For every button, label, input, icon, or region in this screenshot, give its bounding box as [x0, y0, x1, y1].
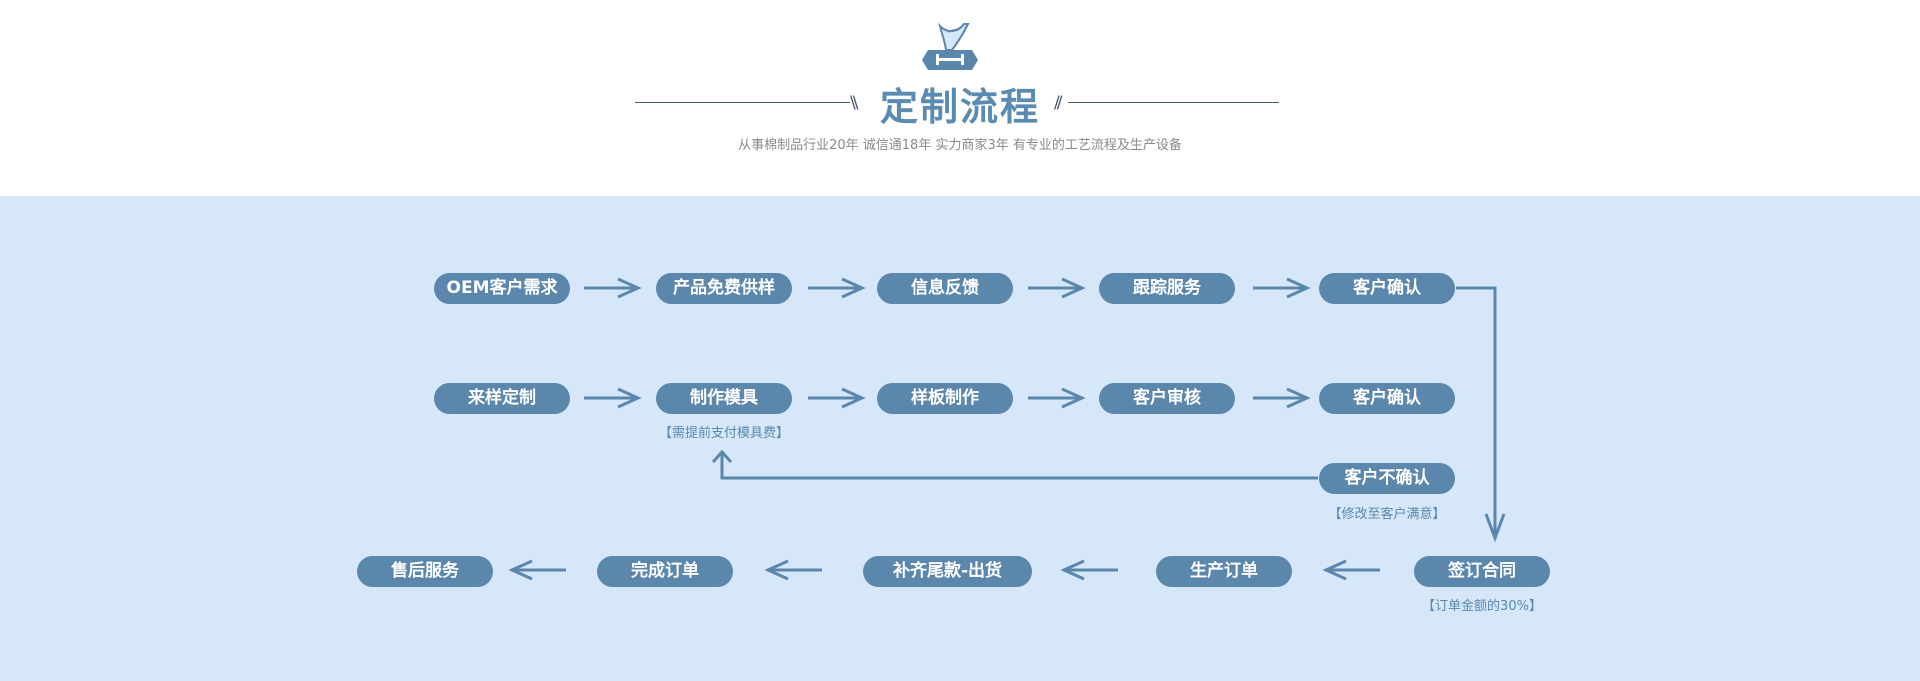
step-sample-customization: 来样定制 — [434, 383, 570, 414]
step-customer-confirm-1: 客户确认 — [1319, 273, 1455, 304]
page-subtitle: 从事棉制品行业20年 诚信通18年 实力商家3年 有专业的工艺流程及生产设备 — [738, 138, 1182, 153]
step-complete-order: 完成订单 — [597, 556, 733, 587]
arrow-icon — [510, 559, 568, 581]
step-oem-request: OEM客户需求 — [434, 273, 570, 304]
arrow-down-icon — [1484, 513, 1506, 543]
arrow-icon — [1026, 277, 1084, 299]
arrow-icon — [806, 277, 864, 299]
step-production-order: 生产订单 — [1156, 556, 1292, 587]
modify-note: 【修改至客户满意】 — [1328, 507, 1446, 522]
header-section: \\ 定制流程 // 从事棉制品行业20年 诚信通18年 实力商家3年 有专业的… — [0, 0, 1920, 196]
confirm-to-contract-connector — [1456, 286, 1497, 538]
step-customer-confirm-2: 客户确认 — [1319, 383, 1455, 414]
title-left-line — [635, 102, 850, 103]
step-after-sales: 售后服务 — [357, 556, 493, 587]
step-sign-contract: 签订合同 — [1414, 556, 1550, 587]
title-left-slash: \\ — [850, 93, 859, 113]
title-right-line — [1068, 102, 1279, 103]
step-customer-review: 客户审核 — [1099, 383, 1235, 414]
step-free-sample: 产品免费供样 — [656, 273, 792, 304]
step-prototype: 样板制作 — [877, 383, 1013, 414]
step-final-payment-ship: 补齐尾款-出货 — [863, 556, 1032, 587]
arrow-icon — [1251, 277, 1309, 299]
title-right-slash: // — [1054, 93, 1063, 113]
arrow-icon — [806, 387, 864, 409]
arrow-icon — [1324, 559, 1382, 581]
step-make-mold: 制作模具 — [656, 383, 792, 414]
step-tracking-service: 跟踪服务 — [1099, 273, 1235, 304]
arrow-icon — [582, 277, 640, 299]
arrow-up-icon — [711, 449, 733, 464]
arrow-icon — [582, 387, 640, 409]
step-feedback: 信息反馈 — [877, 273, 1013, 304]
arrow-icon — [1251, 387, 1309, 409]
tissue-box-icon — [922, 22, 978, 70]
step-customer-reject: 客户不确认 — [1319, 463, 1455, 494]
mold-fee-note: 【需提前支付模具费】 — [658, 426, 789, 441]
reject-loop-connector — [720, 454, 1318, 480]
arrow-icon — [1026, 387, 1084, 409]
arrow-icon — [766, 559, 824, 581]
contract-deposit-note: 【订单金额的30%】 — [1422, 599, 1542, 614]
arrow-icon — [1062, 559, 1120, 581]
page-title: 定制流程 — [879, 85, 1040, 129]
